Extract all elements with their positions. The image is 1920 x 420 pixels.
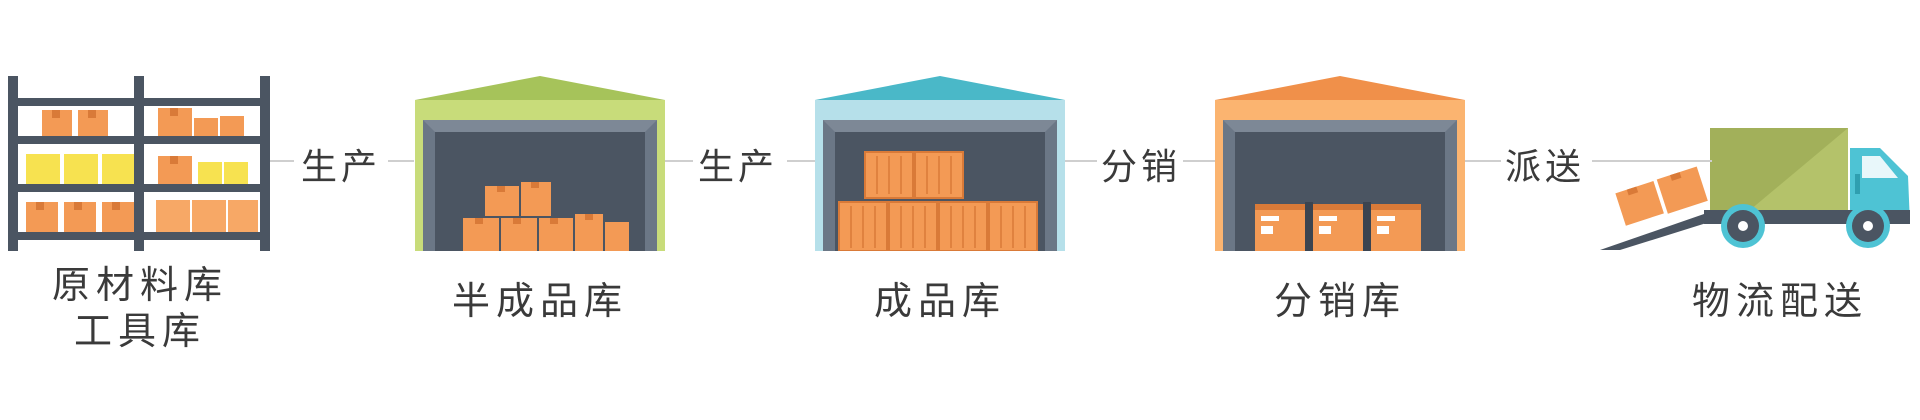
warehouse-blue-icon	[815, 76, 1065, 251]
connector-line	[1065, 160, 1097, 162]
warehouse-green-icon	[415, 76, 665, 251]
connector-label: 生产	[301, 147, 382, 188]
connector-label: 生产	[698, 147, 779, 188]
connector-label: 分销	[1101, 147, 1182, 188]
connector-line	[388, 160, 414, 162]
delivery-truck-icon	[1600, 128, 1910, 250]
stage-label-line: 原材料库	[51, 263, 228, 307]
stage-label-finished: 成品库	[873, 279, 1006, 323]
warehouse-orange-icon	[1215, 76, 1465, 251]
stage-label-line: 工具库	[73, 309, 206, 353]
connector-label: 派送	[1505, 147, 1586, 188]
connector-line	[665, 160, 693, 162]
stage-label-semi-finished: 半成品库	[451, 279, 628, 323]
stage-label-distribution: 分销库	[1273, 279, 1406, 323]
connector-line	[270, 160, 294, 162]
shelving-rack-icon	[8, 76, 270, 251]
stage-label-raw-materials: 原材料库 工具库	[20, 262, 260, 354]
connector-line	[1592, 160, 1712, 162]
connector-line	[787, 160, 815, 162]
stage-label-logistics: 物流配送	[1691, 279, 1868, 323]
connector-line	[1183, 160, 1215, 162]
connector-line	[1465, 160, 1501, 162]
